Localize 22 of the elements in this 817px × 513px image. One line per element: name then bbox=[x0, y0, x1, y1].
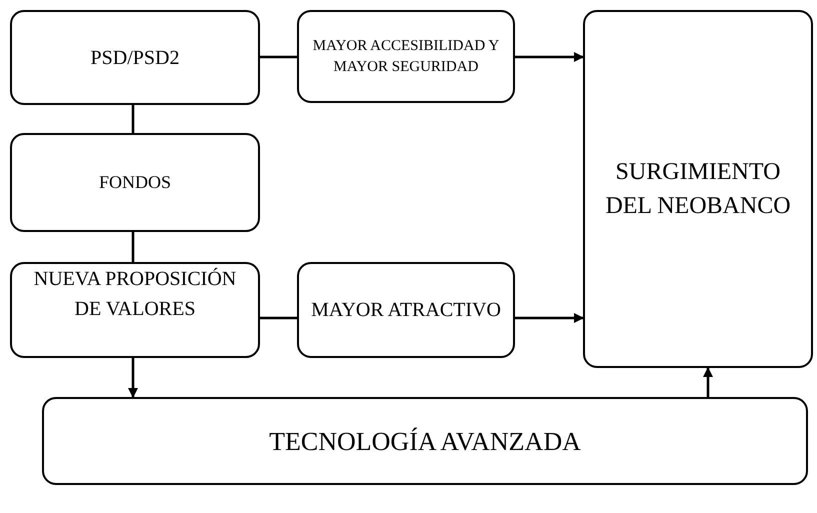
process-box bbox=[297, 10, 515, 103]
process-box bbox=[297, 262, 515, 358]
box-label: SURGIMIENTO DEL NEOBANCO bbox=[604, 158, 792, 221]
process-box bbox=[42, 397, 808, 485]
process-box bbox=[10, 133, 260, 232]
process-box bbox=[10, 10, 260, 105]
box-label: NUEVA PROPOSICIÓN DE VALORES bbox=[32, 266, 238, 322]
box-label: FONDOS bbox=[98, 171, 172, 194]
box-label: PSD/PSD2 bbox=[90, 46, 180, 70]
connector-line bbox=[260, 316, 297, 320]
connector-line bbox=[132, 105, 134, 133]
box-label: TECNOLOGÍA AVANZADA bbox=[269, 426, 581, 458]
connector-line bbox=[132, 232, 134, 262]
arrow bbox=[515, 52, 584, 62]
arrow bbox=[515, 313, 584, 323]
arrow bbox=[703, 367, 713, 397]
box-label: MAYOR ACCESIBILIDAD Y MAYOR SEGURIDAD bbox=[312, 36, 500, 76]
arrow bbox=[128, 358, 138, 398]
process-box bbox=[10, 262, 260, 358]
connector-line bbox=[260, 56, 297, 58]
box-label: MAYOR ATRACTIVO bbox=[311, 298, 501, 323]
process-box bbox=[583, 10, 813, 368]
